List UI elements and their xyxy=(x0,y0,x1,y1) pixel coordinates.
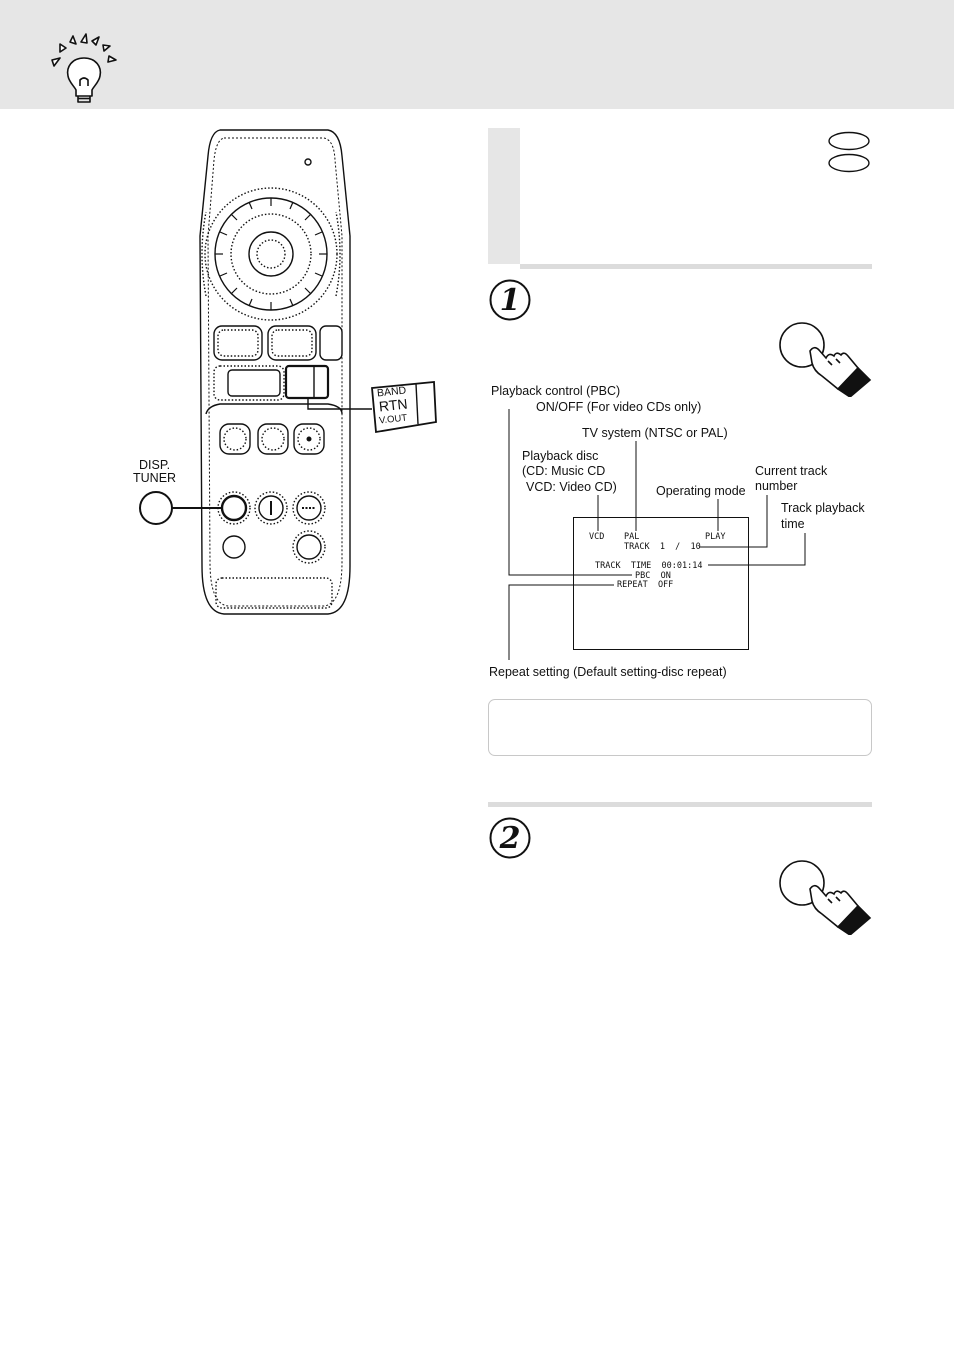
note-box xyxy=(488,699,872,756)
press-button-hand-icon-2 xyxy=(779,860,872,935)
step-2-number: 2 xyxy=(489,817,531,859)
callout-pbc-2: ON/OFF (For video CDs only) xyxy=(536,400,702,414)
section-rule-step2 xyxy=(488,802,872,807)
osd-track: TRACK 1 / 10 xyxy=(624,542,701,552)
disp-label: DISP. xyxy=(139,458,171,472)
callout-disc-3: VCD: Video CD) xyxy=(526,480,617,494)
callout-operating-mode: Operating mode xyxy=(656,484,746,498)
osd-repeat: REPEAT OFF xyxy=(617,580,674,590)
disc-type-icon xyxy=(828,131,870,173)
press-button-hand-icon xyxy=(779,322,872,397)
osd-mode: PLAY xyxy=(705,532,726,542)
lightbulb-tip-icon xyxy=(51,33,117,103)
callout-track-2: number xyxy=(755,479,798,493)
tuner-label: TUNER xyxy=(133,471,177,485)
section-rule-top xyxy=(520,264,872,269)
callout-tv-system: TV system (NTSC or PAL) xyxy=(582,426,728,440)
osd-tv-system: PAL xyxy=(624,532,640,542)
callout-disc-1: Playback disc xyxy=(522,449,599,463)
section-marker xyxy=(488,128,520,264)
remote-control-illustration xyxy=(139,129,437,615)
callout-pbc-1: Playback control (PBC) xyxy=(491,384,621,398)
step-1-digit: 1 xyxy=(500,283,521,318)
callout-repeat: Repeat setting (Default setting-disc rep… xyxy=(489,665,727,679)
callout-time-2: time xyxy=(781,517,805,531)
step-2-digit: 2 xyxy=(499,821,521,856)
osd-screen xyxy=(573,517,749,650)
header-band xyxy=(0,0,954,109)
callout-track-1: Current track xyxy=(755,464,828,478)
osd-pbc: PBC ON xyxy=(635,571,671,581)
step-1-number: 1 xyxy=(489,279,531,321)
osd-disc: VCD xyxy=(589,532,605,542)
osd-track-time: TRACK TIME 00:01:14 xyxy=(595,561,703,571)
callout-time-1: Track playback xyxy=(781,501,865,515)
callout-disc-2: (CD: Music CD xyxy=(522,464,606,478)
